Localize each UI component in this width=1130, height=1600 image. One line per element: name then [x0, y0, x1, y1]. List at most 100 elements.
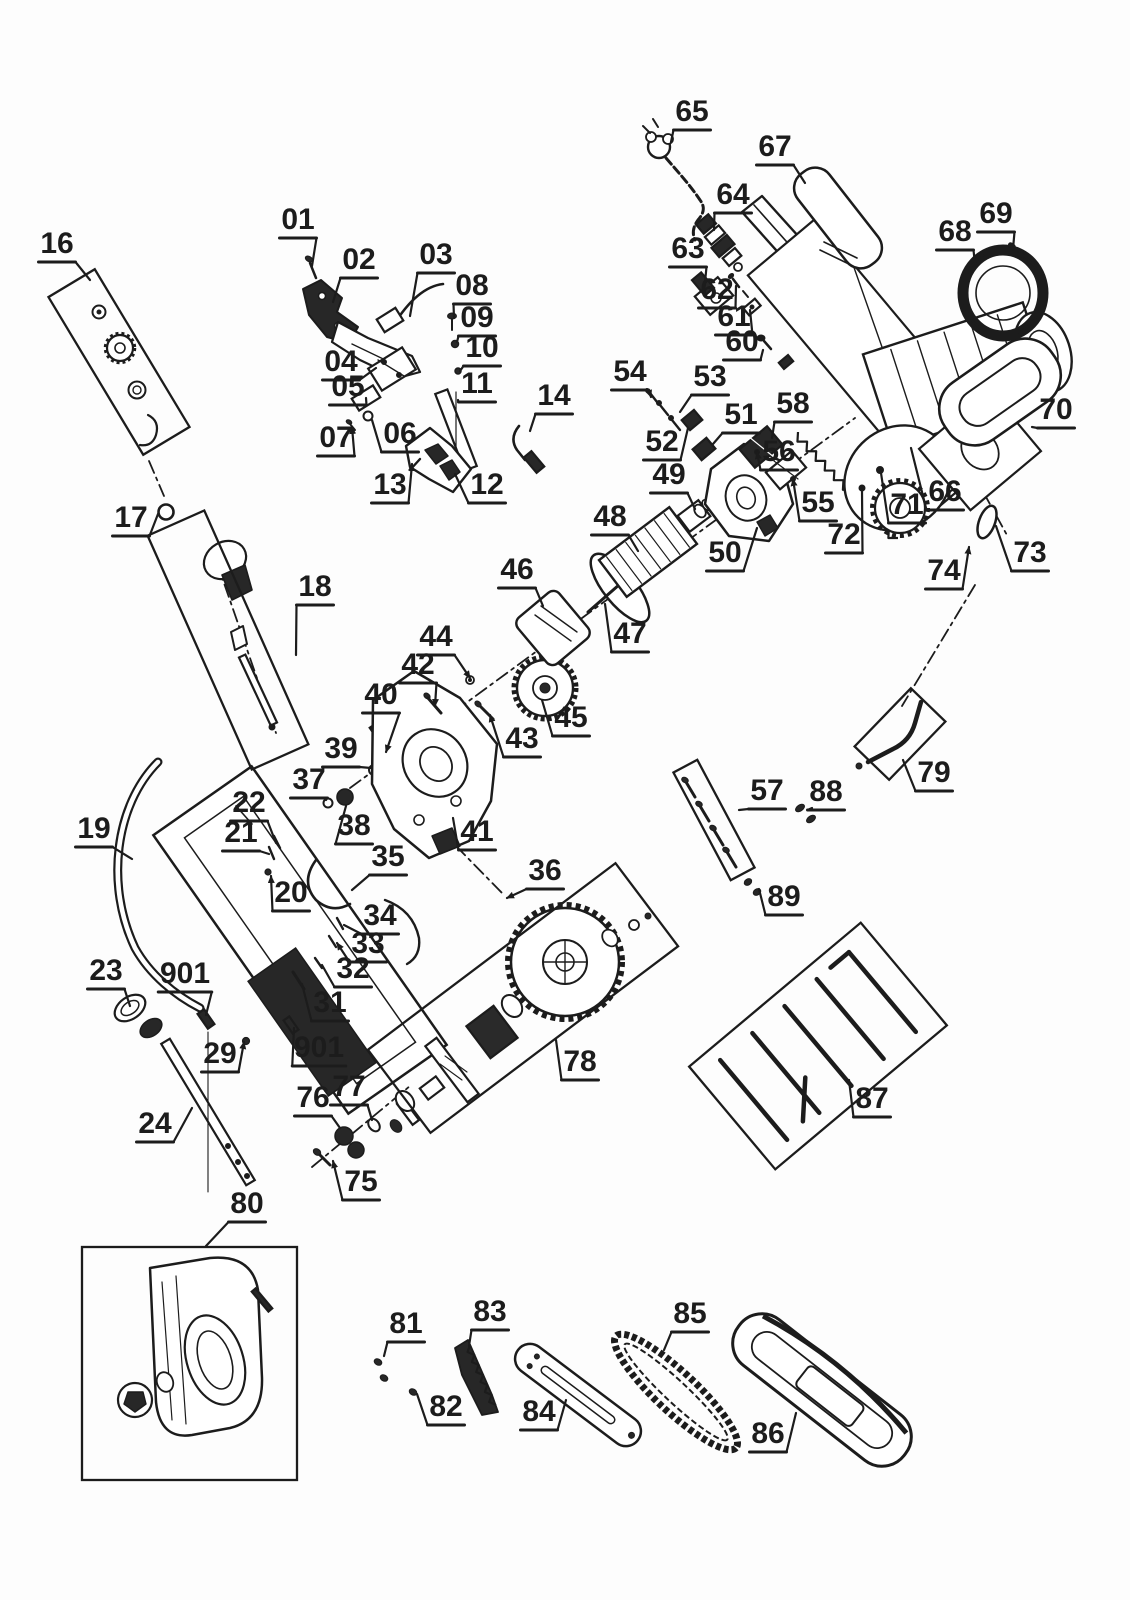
part-label-70: 70: [1030, 393, 1076, 430]
sprocket-cover-glyphs: [116, 1256, 274, 1437]
part-label-40: 40: [361, 678, 401, 754]
leader-line: [534, 586, 545, 608]
leader-line: [488, 713, 505, 759]
part-number: 57: [750, 774, 783, 807]
part-number: 901: [294, 1031, 344, 1064]
part-number: 50: [708, 536, 741, 569]
part-label-52: 52: [642, 425, 690, 462]
leader-line: [370, 418, 383, 454]
part-number: 56: [762, 435, 795, 468]
leader-line: [266, 819, 278, 845]
leader-line: [451, 816, 460, 852]
part-number: 19: [77, 812, 110, 845]
part-number: 34: [363, 899, 397, 932]
part-number: 10: [465, 331, 498, 364]
part-label-32: 32: [320, 952, 373, 989]
part-number: 44: [419, 620, 453, 653]
leader-line: [505, 887, 528, 900]
part-number: 84: [522, 1395, 556, 1428]
part-label-61: 61: [714, 300, 754, 337]
leader-line: [901, 758, 917, 793]
tensioner-glyphs: [681, 504, 998, 896]
leader-line: [734, 284, 738, 310]
part-label-11: 11: [456, 367, 497, 404]
leader-line: [994, 524, 1013, 573]
leader-line: [349, 425, 357, 458]
part-label-79: 79: [901, 756, 954, 793]
part-label-76: 76: [293, 1081, 342, 1130]
part-number: 29: [203, 1037, 236, 1070]
part-number: 58: [776, 387, 809, 420]
axis-line: [455, 845, 505, 896]
part-label-39: 39: [321, 732, 373, 770]
part-number: 23: [89, 954, 122, 987]
part-number: 12: [470, 468, 503, 501]
part-number: 86: [751, 1417, 784, 1450]
part-label-84: 84: [519, 1395, 568, 1432]
axis-line: [215, 559, 277, 734]
part-number: 02: [342, 243, 375, 276]
group-box-57: [671, 758, 757, 882]
part-label-77: 77: [329, 1070, 374, 1122]
part-number: 87: [855, 1082, 888, 1115]
leader-line: [678, 393, 693, 414]
leader-line: [334, 804, 348, 846]
power-parts-glyph: [642, 118, 1049, 371]
part-label-51: 51: [711, 398, 761, 446]
group-box-16: [46, 267, 192, 457]
part-number: 08: [455, 269, 488, 302]
part-label-08: 08: [452, 269, 492, 320]
part-label-23: 23: [86, 954, 132, 1008]
part-number: 80: [230, 1187, 263, 1220]
leader-line: [204, 1220, 230, 1248]
part-label-45: 45: [540, 698, 591, 738]
part-number: 54: [613, 355, 647, 388]
part-label-12: 12: [453, 468, 507, 505]
leader-line: [909, 446, 928, 512]
part-number: 37: [292, 763, 325, 796]
part-number: 53: [693, 360, 726, 393]
leader-line: [972, 248, 977, 266]
leader-line: [384, 711, 401, 754]
part-label-03: 03: [408, 238, 456, 318]
leader-line: [879, 471, 890, 525]
leader-line: [331, 276, 342, 304]
part-number: 49: [652, 458, 685, 491]
group-box-79: [852, 686, 948, 782]
leader-line: [366, 1103, 374, 1122]
leader-line: [358, 366, 378, 382]
leader-line: [742, 526, 759, 573]
leader-line: [204, 990, 213, 1017]
part-number: 17: [114, 501, 147, 534]
part-number: 04: [324, 345, 358, 378]
group-box-78: [366, 861, 680, 1135]
part-number: 81: [389, 1307, 422, 1340]
part-label-64: 64: [712, 178, 753, 232]
part-label-66: 66: [909, 446, 965, 512]
leader-line: [792, 163, 807, 185]
part-number: 03: [419, 238, 452, 271]
axis-line: [901, 584, 976, 707]
part-number: 47: [613, 617, 646, 650]
leader-line: [603, 602, 613, 654]
leader-line: [111, 845, 134, 861]
part-label-47: 47: [603, 602, 650, 654]
part-label-60: 60: [722, 325, 765, 362]
part-number: 82: [429, 1390, 462, 1423]
part-number: 74: [927, 554, 961, 587]
leader-line: [258, 849, 271, 856]
leader-line: [748, 308, 754, 337]
leader-line: [407, 462, 415, 505]
leader-line: [148, 512, 160, 538]
part-number: 36: [528, 854, 561, 887]
leader-line: [350, 873, 371, 892]
output-gear-glyphs: [312, 902, 652, 1167]
leader-line: [712, 211, 716, 232]
part-number: 14: [537, 379, 571, 412]
part-label-901-25: 901: [290, 1026, 348, 1068]
part-number: 41: [460, 815, 493, 848]
part-number: 78: [563, 1045, 596, 1078]
leader-line: [335, 941, 351, 964]
leader-line: [1011, 230, 1016, 251]
